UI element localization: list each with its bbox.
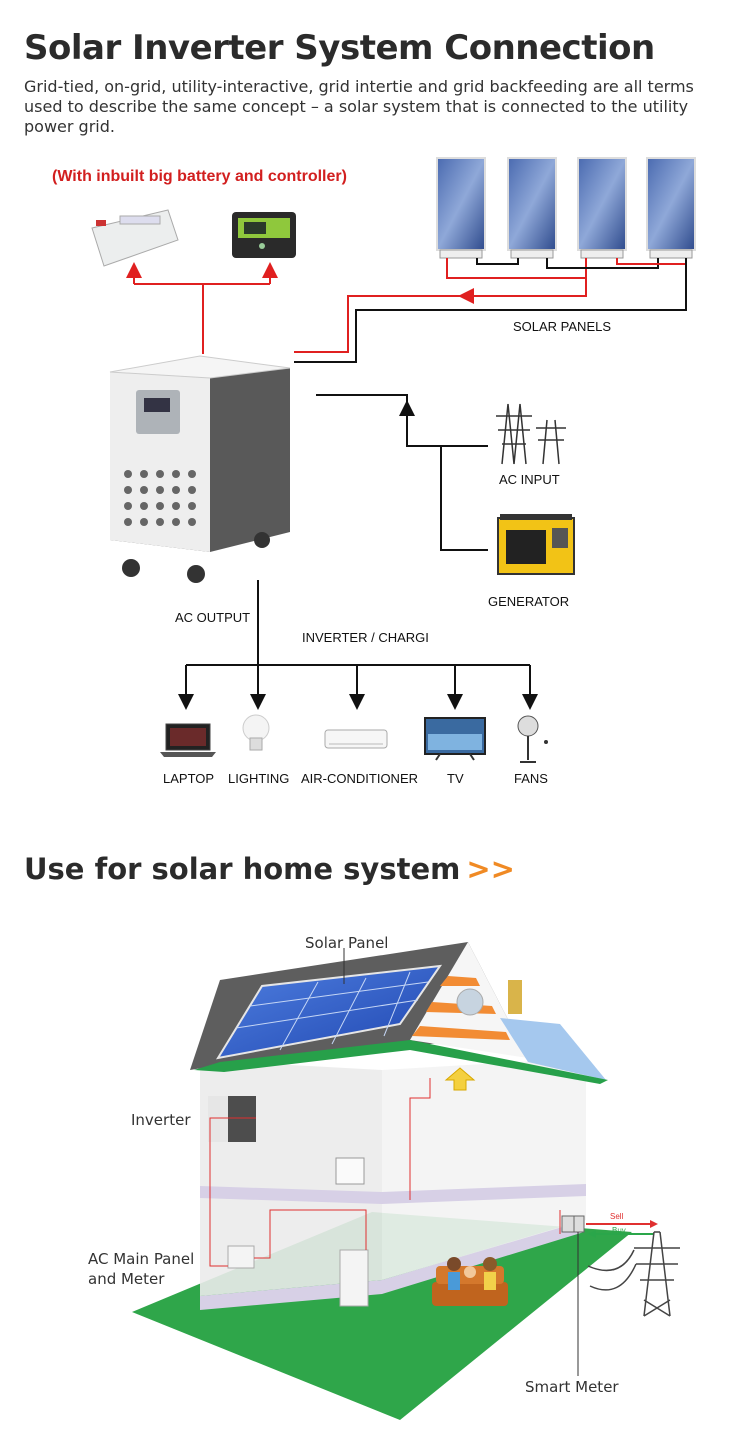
panel-wiring: [294, 258, 687, 363]
ac-input-label: AC INPUT: [499, 472, 560, 487]
refrigerator: [339, 1249, 369, 1307]
smart-meter-label: Smart Meter: [525, 1378, 619, 1396]
roof-edge: [194, 1040, 608, 1084]
solar-panel-label: Solar Panel: [305, 934, 389, 952]
solar-panel: [577, 157, 627, 259]
chimney: [508, 980, 522, 1014]
floor-slab: [200, 1220, 584, 1310]
inverter-charger-label: INVERTER / CHARGI: [302, 630, 429, 645]
house-wall-side: [382, 1058, 586, 1280]
upstairs-tv: [335, 1157, 365, 1185]
generator-icon: [497, 514, 575, 575]
laptop-icon: [160, 723, 216, 757]
mid-floor: [200, 1184, 586, 1204]
fan-icon: [517, 715, 548, 763]
generator-label: GENERATOR: [488, 594, 570, 609]
ac-output-wiring: [178, 580, 538, 710]
round-window: [456, 988, 484, 1016]
load-label-lighting: LIGHTING: [228, 771, 290, 786]
family-on-sofa: [432, 1257, 508, 1306]
tv-icon: [424, 717, 486, 761]
solar-panels-label: SOLAR PANELS: [513, 319, 612, 334]
battery-controller-wiring: [126, 262, 278, 354]
solar-panel: [436, 157, 486, 259]
light-bulb-icon: [242, 714, 270, 751]
section-title-home-system: Use for solar home system>>: [24, 852, 515, 886]
section-arrows: >>: [466, 852, 515, 886]
buy-label: Buy: [612, 1226, 626, 1235]
utility-tower-icon: [587, 1231, 680, 1317]
ac-main-panel: [227, 1245, 255, 1269]
inverter-cabinet: [109, 355, 291, 583]
ac-input-wiring: [316, 394, 488, 551]
solar-panel: [646, 157, 696, 259]
home-system-illustration: [132, 942, 680, 1420]
charge-controller-icon: [232, 212, 296, 258]
gable-up-arrow: [444, 1067, 476, 1091]
intro-paragraph: Grid-tied, on-grid, utility-interactive,…: [24, 77, 694, 136]
air-conditioner-icon: [324, 729, 388, 749]
ac-output-label: AC OUTPUT: [175, 610, 251, 625]
roof-solar-panel: [215, 964, 443, 1060]
solar-panel: [507, 157, 557, 259]
load-label-tv: TV: [447, 771, 464, 786]
section-title-text: Use for solar home system: [24, 852, 461, 886]
meter-device: [573, 1215, 585, 1233]
solar-panel-array: [436, 157, 696, 259]
ac-panel-label-line2: and Meter: [88, 1270, 165, 1288]
wall-inverter: [208, 1096, 256, 1142]
battery-note: (With inbuilt big battery and controller…: [52, 168, 347, 185]
ac-panel-label-line1: AC Main Panel: [88, 1250, 195, 1268]
load-label-air-conditioner: AIR-CONDITIONER: [301, 771, 418, 786]
house-wiring: [209, 1078, 561, 1267]
sell-label: Sell: [610, 1212, 624, 1221]
sell-buy-arrows: [586, 1220, 658, 1238]
page-title: Solar Inverter System Connection: [24, 28, 655, 68]
roof-right: [500, 1018, 606, 1080]
load-label-laptop: LAPTOP: [163, 771, 215, 786]
connection-diagram: [91, 157, 696, 763]
inverter-label: Inverter: [131, 1111, 191, 1129]
load-label-fans: FANS: [514, 771, 548, 786]
battery-icon: [91, 209, 179, 267]
transmission-tower-icon: [496, 403, 566, 465]
vent-pattern: [124, 470, 196, 526]
